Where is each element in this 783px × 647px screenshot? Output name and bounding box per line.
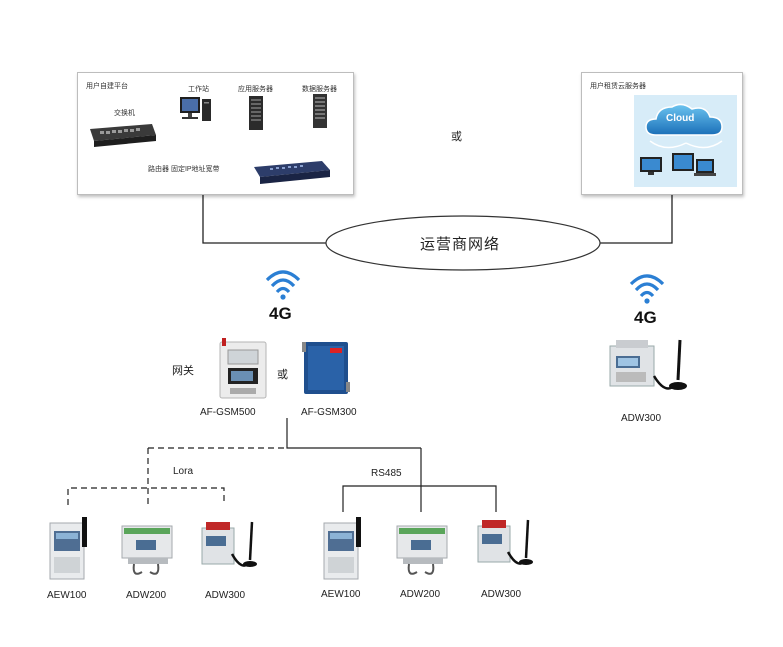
router-icon <box>254 161 330 184</box>
network-ellipse <box>325 215 601 271</box>
left-4g-label: 4G <box>269 304 292 323</box>
right-adw300-device-icon <box>609 339 687 390</box>
data-server-icon <box>313 94 327 128</box>
right-wifi-icon <box>629 274 665 304</box>
user-platform-box: 用户自建平台 交换机 工作站 应用服务器 数据服务器 路由器 固定IP地址宽带 <box>77 72 354 195</box>
data-server-label: 数据服务器 <box>302 86 337 93</box>
lora-aew100-icon <box>49 517 87 580</box>
gateway-label: 网关 <box>172 365 194 377</box>
lora-device-label-1: AEW100 <box>47 590 87 601</box>
lora-device-label-2: ADW200 <box>126 590 167 601</box>
rs485-aew100-icon <box>323 517 361 580</box>
user-platform-title: 用户自建平台 <box>86 83 128 90</box>
gsm500-device-icon <box>219 338 267 399</box>
workstation-label: 工作站 <box>188 86 209 93</box>
lora-label: Lora <box>173 466 194 477</box>
or-gateway-label: 或 <box>277 369 288 381</box>
cloud-icon <box>640 103 723 176</box>
left-wifi-icon <box>265 270 301 300</box>
right-4g-label: 4G <box>634 308 657 327</box>
rs485-device-label-1: AEW100 <box>321 589 361 600</box>
app-server-icon <box>249 96 263 130</box>
cloud-text: Cloud <box>666 113 695 124</box>
gsm300-device-icon <box>302 342 350 394</box>
gateway-device-label-2: AF-GSM300 <box>301 407 357 418</box>
app-server-label: 应用服务器 <box>238 86 273 93</box>
gateway-device-label-1: AF-GSM500 <box>200 407 256 418</box>
lora-adw300-icon <box>201 521 257 567</box>
network-label: 运营商网络 <box>420 236 501 253</box>
lora-adw200-icon <box>121 525 173 575</box>
switch-label: 交换机 <box>114 110 135 117</box>
rs485-label: RS485 <box>371 468 402 479</box>
lora-device-label-3: ADW300 <box>205 590 246 601</box>
rs485-device-label-3: ADW300 <box>481 589 522 600</box>
right-adw300-label: ADW300 <box>621 413 662 424</box>
router-label: 路由器 固定IP地址宽带 <box>148 166 220 173</box>
workstation-icon <box>180 97 211 121</box>
cloud-platform-box: 用户租赁云服务器 Cloud <box>581 72 743 195</box>
or-top-label: 或 <box>451 131 462 143</box>
rs485-adw300-icon <box>477 519 533 565</box>
rs485-device-label-2: ADW200 <box>400 589 441 600</box>
rs485-adw200-icon <box>396 525 448 575</box>
switch-icon <box>90 124 156 147</box>
cloud-platform-title: 用户租赁云服务器 <box>590 83 646 90</box>
